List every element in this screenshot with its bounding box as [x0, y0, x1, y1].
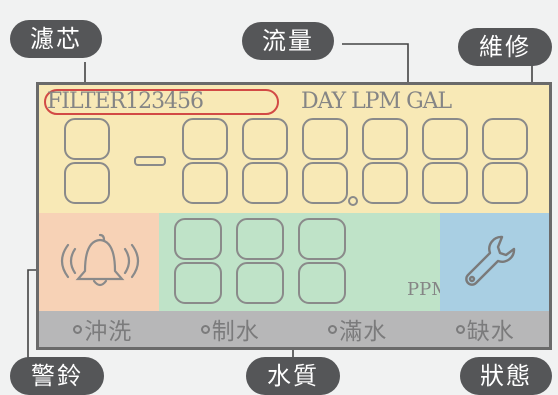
water-quality-zone: PPM	[159, 213, 450, 311]
status-dot-icon	[455, 324, 465, 334]
status-dot-icon	[328, 324, 338, 334]
wrench-icon	[465, 235, 516, 286]
alarm-callout: 警鈴	[10, 357, 104, 395]
maintenance-callout: 維修	[458, 28, 552, 66]
filter-callout: 濾芯	[10, 20, 102, 58]
service-zone	[440, 213, 549, 311]
status-producing: 制水	[200, 312, 260, 346]
lcd-top-band: FILTER123456 DAY LPM GAL	[39, 85, 549, 213]
status-callout: 狀態	[460, 357, 552, 395]
status-full: 滿水	[328, 312, 387, 346]
status-bar: 沖洗 制水 滿水 缺水	[39, 311, 549, 347]
bell-icon	[60, 233, 140, 287]
ppm-label: PPM	[407, 279, 450, 300]
filter-indicator-outline	[44, 89, 279, 115]
units-label: DAY LPM GAL	[301, 89, 452, 114]
water-quality-callout: 水質	[246, 357, 340, 395]
status-flush: 沖洗	[73, 312, 132, 346]
flow-callout: 流量	[242, 22, 334, 60]
tds-seven-segment-digits	[174, 218, 346, 304]
filter-label: FILTER123456	[47, 89, 204, 114]
status-low-water: 缺水	[455, 312, 515, 346]
status-dot-icon	[73, 324, 83, 334]
lcd-display-panel: FILTER123456 DAY LPM GAL	[36, 82, 552, 350]
alarm-zone	[39, 213, 159, 311]
flow-seven-segment-digits	[64, 118, 528, 206]
status-dot-icon	[200, 324, 210, 334]
